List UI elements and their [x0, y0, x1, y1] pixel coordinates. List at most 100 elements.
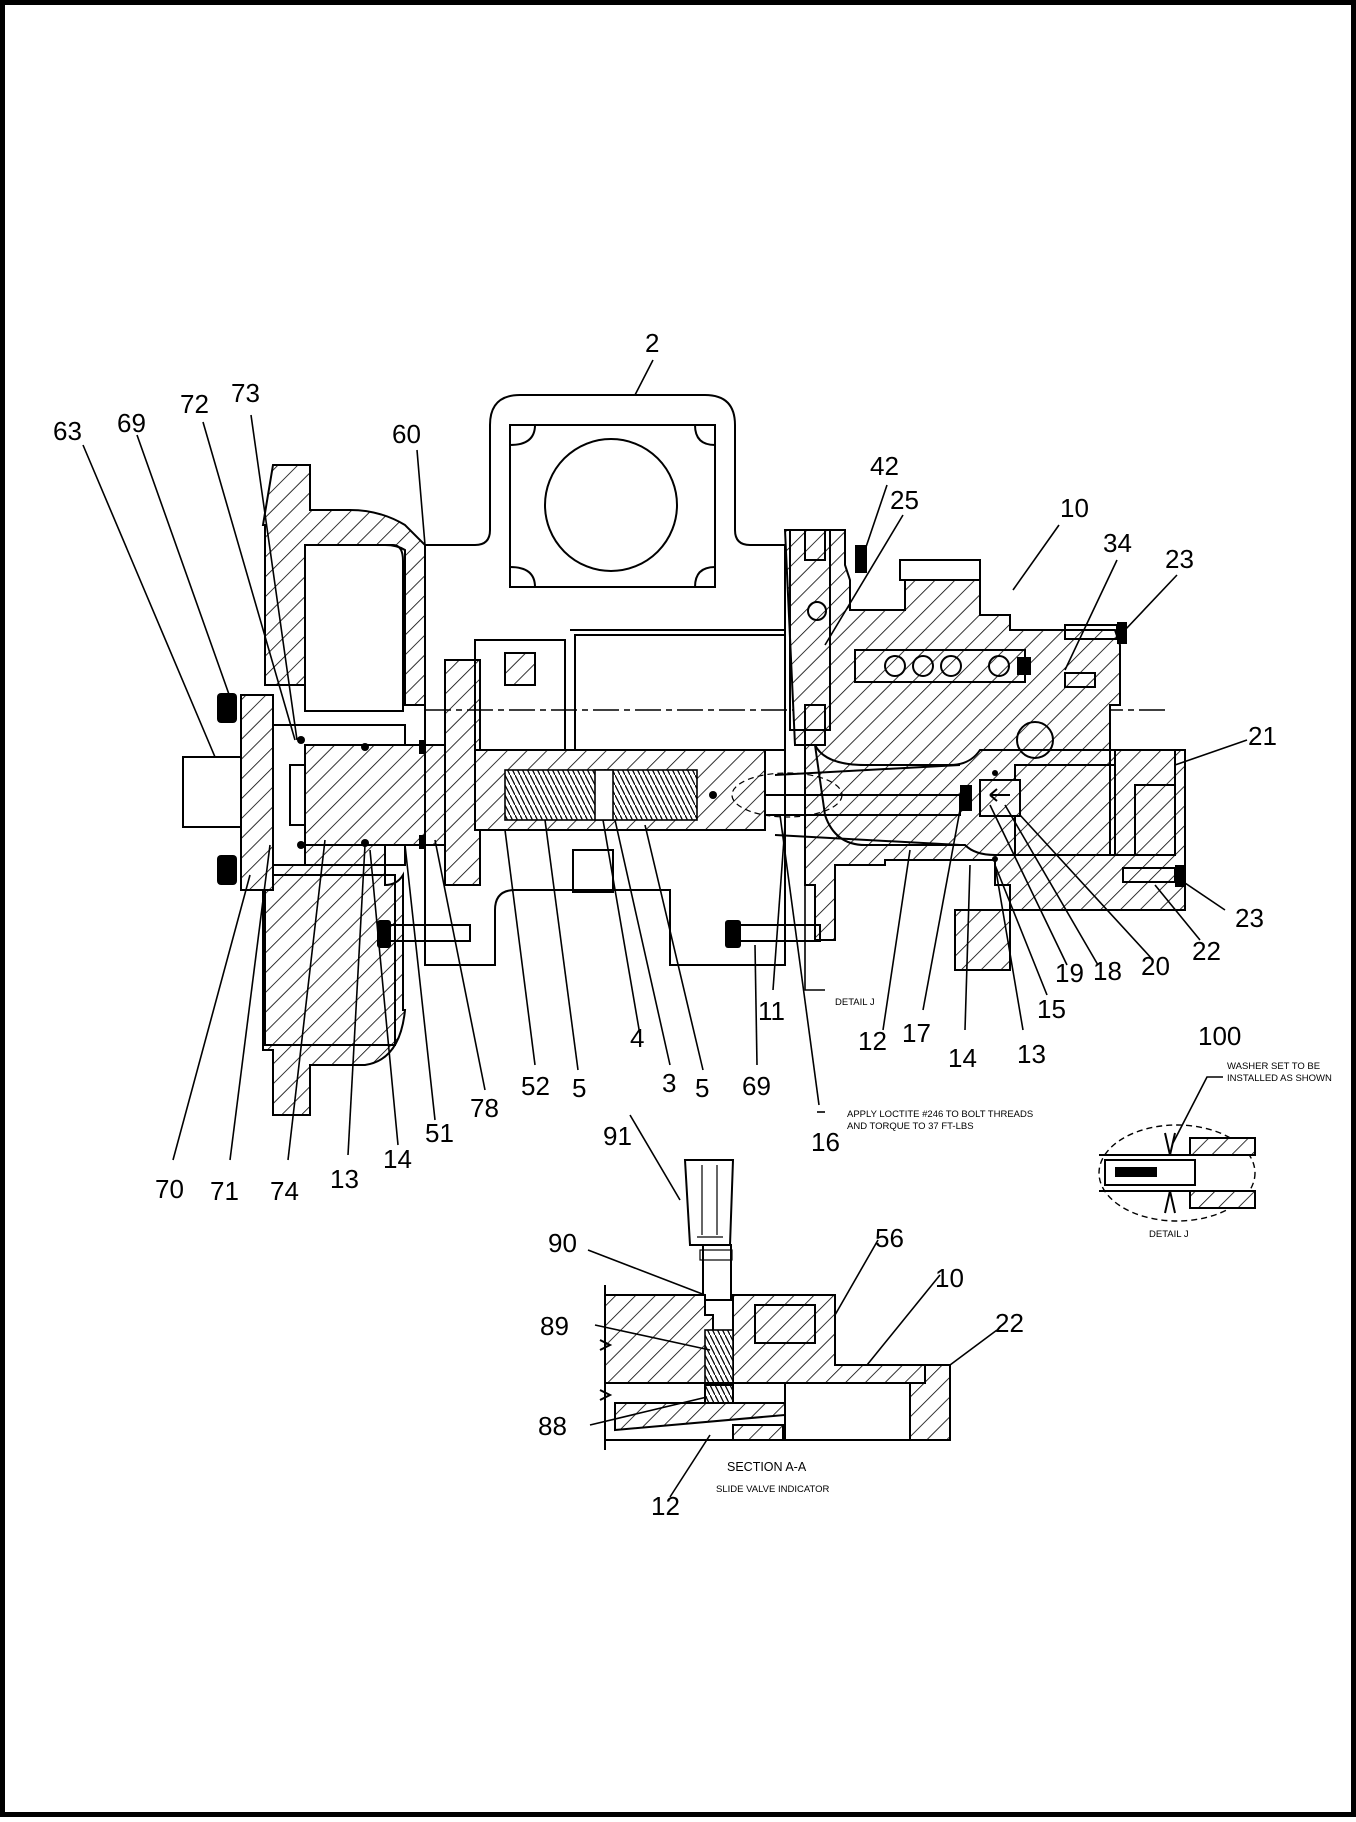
detail-j-wall-upper	[1189, 1137, 1256, 1156]
callout-13: 13	[1017, 1039, 1046, 1069]
callout-labels: 2 60 42 25 10 34 23 21 23 22 20 18 19 15…	[53, 328, 1277, 1206]
callout-23: 23	[1235, 903, 1264, 933]
bolt-23-upper-head	[1117, 622, 1127, 644]
leader-22a	[1154, 884, 1201, 941]
callout-72: 72	[180, 389, 209, 419]
cap-screw-head-upper	[217, 693, 237, 723]
callout-22: 22	[995, 1308, 1024, 1338]
leader-63	[82, 444, 216, 758]
leader-25	[824, 514, 904, 646]
leader-5a	[544, 819, 579, 1071]
leader-34	[1064, 559, 1118, 671]
flange-cavity-lower	[264, 874, 396, 1046]
drawing-notes: DETAIL J APPLY LOCTITE #246 TO BOLT THRE…	[835, 997, 1033, 1132]
leader-14b	[964, 864, 971, 1031]
plug-detail	[1134, 784, 1176, 856]
section-title: SECTION A-A	[727, 1460, 807, 1474]
main-housing-outline	[424, 394, 786, 966]
callout-12: 12	[858, 1026, 887, 1056]
callout-60: 60	[392, 419, 421, 449]
o-ring-72	[297, 841, 305, 849]
callout-4: 4	[630, 1023, 644, 1053]
callout-69: 69	[117, 408, 146, 438]
callout-34: 34	[1103, 528, 1132, 558]
port-window	[509, 424, 716, 588]
port-bore	[544, 438, 678, 572]
o-ring-73	[297, 736, 305, 744]
leader-70	[172, 874, 251, 1161]
callout-3: 3	[662, 1068, 676, 1098]
leader-78	[434, 839, 486, 1091]
indicator-collar	[699, 1249, 733, 1261]
leader-72	[202, 421, 296, 741]
inner-bore-right	[574, 634, 786, 751]
seal-51-upper	[419, 740, 425, 754]
leader-91	[629, 1114, 681, 1201]
callout-71: 71	[210, 1176, 239, 1206]
piston-bore	[272, 724, 406, 866]
callout-69: 69	[742, 1071, 771, 1101]
bolt-78-head	[377, 920, 391, 948]
spring-5-left	[504, 769, 606, 821]
leader-15	[994, 864, 1048, 996]
leader-51	[404, 844, 436, 1121]
spring-5-right	[604, 769, 698, 821]
leader-17	[922, 809, 961, 1011]
bolt-23-lower-head	[1175, 865, 1185, 887]
spring-guide-4	[594, 769, 614, 821]
callout-10: 10	[935, 1263, 964, 1293]
section-a-a-view: 91 90 89 88 56 10 22 12 SECTION A-A SLID…	[538, 1114, 1024, 1521]
leader-56	[834, 1239, 879, 1316]
callout-17: 17	[902, 1018, 931, 1048]
bolt-69-lower-head	[725, 920, 741, 948]
leader-lines	[82, 359, 1248, 1161]
leader-2	[634, 359, 654, 396]
bearing-ball-3	[940, 655, 962, 677]
mounting-flange-lower	[262, 819, 407, 1116]
callout-90: 90	[548, 1228, 577, 1258]
leader-3	[614, 819, 671, 1066]
leader-detail-j-tag	[804, 865, 825, 991]
leader-89	[594, 1324, 711, 1351]
bearing-ball-1	[884, 655, 906, 677]
callout-15: 15	[1037, 994, 1066, 1024]
callout-91: 91	[603, 1121, 632, 1151]
gear-flange	[444, 659, 481, 886]
cap-20	[979, 779, 1021, 817]
callout-56: 56	[875, 1223, 904, 1253]
spring-89	[704, 1329, 734, 1406]
loctite-note-line1: APPLY LOCTITE #246 TO BOLT THREADS	[847, 1109, 1033, 1120]
bolt-42-head	[855, 545, 867, 573]
indicator-stem-90	[702, 1244, 732, 1301]
callout-20: 20	[1141, 951, 1170, 981]
leader-100	[1172, 1076, 1223, 1144]
callout-18: 18	[1093, 956, 1122, 986]
callout-19: 19	[1055, 958, 1084, 988]
washer-note-line2: INSTALLED AS SHOWN	[1227, 1073, 1332, 1084]
callout-100: 100	[1198, 1021, 1241, 1051]
direction-arrow	[989, 788, 1010, 802]
callout-5: 5	[695, 1073, 709, 1103]
leader-13b	[994, 864, 1024, 1031]
leader-12a	[882, 849, 911, 1031]
callout-23: 23	[1165, 544, 1194, 574]
leader-14a	[369, 849, 399, 1146]
leader-74	[287, 839, 326, 1161]
leader-11	[772, 824, 786, 991]
top-boss	[899, 559, 981, 581]
leader-60	[416, 449, 426, 546]
callout-12: 12	[651, 1491, 680, 1521]
callout-25: 25	[890, 485, 919, 515]
leader-18	[1004, 804, 1099, 966]
loctite-note-line2: AND TORQUE TO 37 FT-LBS	[847, 1121, 974, 1132]
detail-j-marker	[731, 772, 843, 818]
detail-j-washers	[1164, 1132, 1176, 1214]
indicator-cap-lines	[697, 1165, 723, 1238]
leader-73	[250, 414, 298, 741]
callout-13: 13	[330, 1164, 359, 1194]
section-body-right	[732, 1294, 926, 1384]
small-hole	[807, 601, 827, 621]
leader-69a	[136, 434, 232, 701]
seal-dot	[709, 791, 717, 799]
